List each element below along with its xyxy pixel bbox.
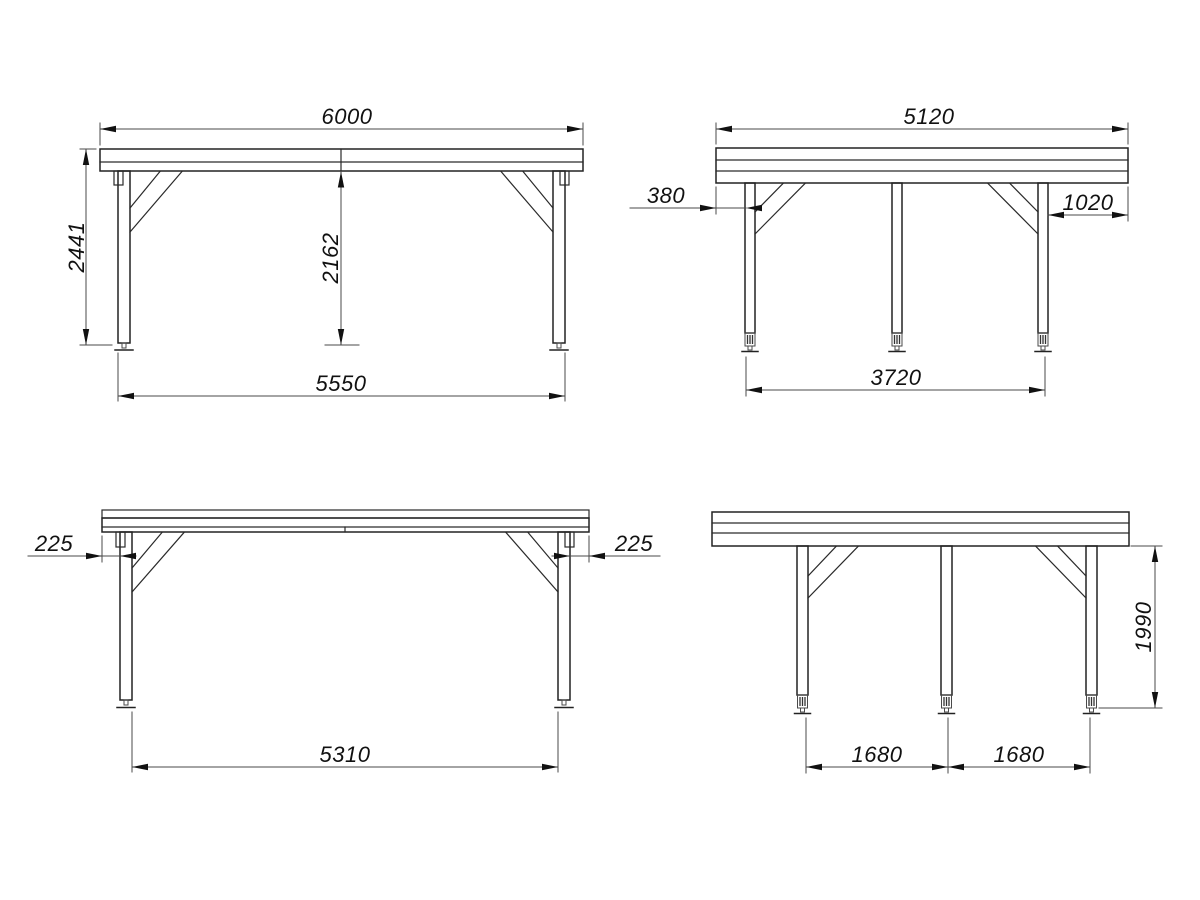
dimension-base-span: 3720 (745, 356, 1046, 397)
dimension-left-overhang: 380 (629, 183, 762, 215)
view-end-elevation-rear: 1990 1680 1680 (711, 511, 1163, 774)
adjustable-foot (741, 332, 1052, 353)
dimension-base-span: 5550 (117, 352, 566, 402)
dim-label-5550: 5550 (316, 371, 367, 396)
dim-label-5310: 5310 (320, 742, 371, 767)
dim-label-2162: 2162 (318, 233, 343, 285)
post (796, 545, 1098, 696)
dimension-base-span: 5310 (131, 711, 559, 773)
dimension-roof-width: 5120 (715, 104, 1129, 145)
dimension-overall-height: 2441 (64, 148, 113, 346)
dimension-left-overhang: 225 (27, 531, 137, 563)
dim-label-225-right: 225 (614, 531, 653, 556)
dim-label-5120: 5120 (904, 104, 955, 129)
roof-beam (101, 509, 590, 533)
dim-label-6000: 6000 (322, 104, 373, 129)
dim-label-225-left: 225 (34, 531, 73, 556)
dimension-clear-height: 2162 (318, 171, 360, 346)
dim-label-1020: 1020 (1063, 190, 1114, 215)
dimension-right-overhang: 1020 (1047, 186, 1129, 222)
dim-label-1680-right: 1680 (994, 742, 1045, 767)
dim-label-1990: 1990 (1131, 601, 1156, 652)
dim-label-1680-left: 1680 (852, 742, 903, 767)
view-side-elevation-rear: 225 225 5310 (27, 509, 661, 773)
knee-brace (807, 545, 1087, 599)
dim-label-2441: 2441 (64, 222, 89, 274)
view-end-elevation-front: 5120 380 1020 3720 (629, 104, 1129, 397)
dimension-bay-spacing: 1680 1680 (805, 717, 1091, 774)
roof-beam (711, 511, 1130, 547)
dimension-post-height: 1990 (1098, 545, 1163, 709)
roof-beam (99, 148, 584, 172)
view-side-elevation-front: 6000 2441 2162 5550 (64, 104, 584, 402)
knee-brace (131, 531, 559, 593)
post (115, 531, 575, 701)
roof-beam (715, 147, 1129, 184)
post (744, 182, 1049, 334)
dim-label-380: 380 (647, 183, 685, 208)
adjustable-foot (114, 342, 569, 351)
knee-brace (754, 182, 1039, 235)
dimension-right-overhang: 225 (551, 531, 661, 563)
dimension-roof-length: 6000 (99, 104, 584, 146)
dim-label-3720: 3720 (871, 365, 922, 390)
adjustable-foot (793, 694, 1101, 715)
adjustable-foot (116, 699, 574, 709)
knee-brace (129, 170, 554, 233)
